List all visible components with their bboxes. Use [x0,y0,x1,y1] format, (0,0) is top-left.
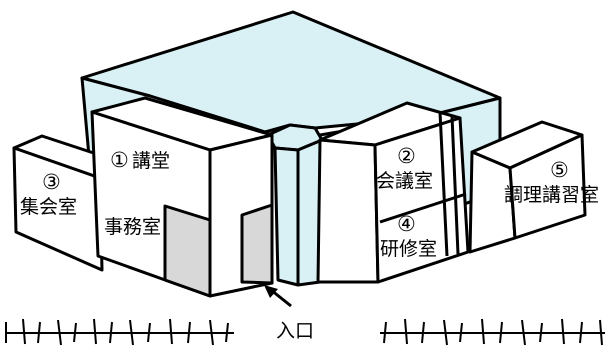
room2-edge-2 [450,115,460,255]
room5-number: ⑤ [550,158,569,182]
entrance-label: 入口 [276,320,315,342]
entrance-arrow-icon [264,285,292,308]
room4-number: ④ [397,212,416,236]
floor-divider [379,192,467,224]
room2-edge-1 [438,111,449,257]
room2-front-left [316,138,380,284]
office-opening [163,204,212,298]
room5-right [508,133,587,240]
room2-front-right [373,116,470,284]
entrance-opening [240,203,274,285]
office-name: 事務室 [104,216,162,238]
room2-number: ② [397,144,416,168]
room1-name: 講堂 [132,150,171,172]
room1-number: ① [110,148,129,172]
room3-name: 集会室 [20,196,78,218]
room2-name: 会議室 [376,170,434,192]
ground-right [380,318,605,346]
room5-name: 調理講習室 [504,184,600,206]
room3-number: ③ [42,170,61,194]
room4-name: 研修室 [380,238,438,260]
room3-side [12,146,104,272]
ground-left [5,318,234,346]
